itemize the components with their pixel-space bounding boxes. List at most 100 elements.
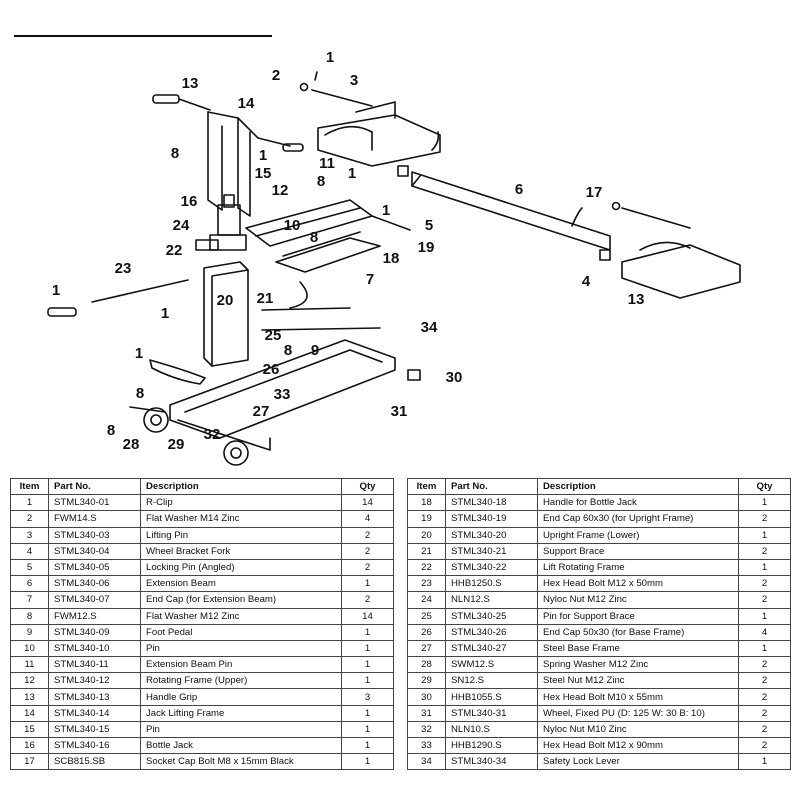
- cell-qty: 1: [341, 704, 394, 722]
- callout-label: 13: [182, 75, 199, 92]
- cell-description: Jack Lifting Frame: [140, 704, 342, 722]
- cell-qty: 2: [341, 526, 394, 544]
- cell-part-no: STML340-10: [48, 639, 141, 658]
- callout-label: 4: [582, 273, 591, 290]
- cell-description: Lifting Pin: [140, 526, 342, 544]
- callout-label: 33: [274, 386, 291, 403]
- cell-item: 9: [10, 623, 49, 641]
- cell-item: 6: [10, 575, 49, 593]
- column-header-description: Description: [537, 477, 739, 496]
- cell-part-no: STML340-09: [48, 623, 141, 641]
- callout-label: 30: [446, 369, 463, 386]
- cell-qty: 1: [341, 575, 394, 593]
- callout-label: 31: [391, 403, 408, 420]
- cell-description: Extension Beam: [140, 575, 342, 593]
- cell-item: 27: [407, 639, 446, 658]
- cell-part-no: STML340-04: [48, 542, 141, 560]
- cell-qty: 1: [341, 736, 394, 755]
- callout-label: 32: [204, 426, 221, 443]
- cell-part-no: STML340-11: [48, 656, 141, 674]
- column-header-part-no: Part No.: [48, 477, 141, 496]
- cell-description: Handle for Bottle Jack: [537, 494, 739, 512]
- cell-description: Wheel Bracket Fork: [140, 542, 342, 560]
- cell-description: Spring Washer M12 Zinc: [537, 656, 739, 674]
- callout-label: 16: [181, 193, 198, 210]
- cell-part-no: STML340-18: [445, 494, 538, 512]
- cell-part-no: HHB1250.S: [445, 575, 538, 593]
- cell-description: Foot Pedal: [140, 623, 342, 641]
- cell-qty: 1: [341, 639, 394, 658]
- callout-label: 18: [383, 250, 400, 267]
- cell-qty: 4: [738, 623, 791, 641]
- cell-qty: 2: [738, 704, 791, 722]
- callout-label: 23: [115, 260, 132, 277]
- cell-qty: 1: [738, 526, 791, 544]
- cell-qty: 1: [738, 753, 791, 771]
- cell-item: 22: [407, 558, 446, 577]
- cell-item: 17: [10, 753, 49, 771]
- cell-part-no: STML340-20: [445, 526, 538, 544]
- cell-part-no: NLN10.S: [445, 720, 538, 739]
- cell-item: 26: [407, 623, 446, 641]
- cell-qty: 1: [341, 720, 394, 739]
- cell-qty: 1: [341, 656, 394, 674]
- callout-label: 34: [421, 319, 438, 336]
- cell-part-no: STML340-05: [48, 558, 141, 577]
- cell-item: 19: [407, 510, 446, 528]
- cell-item: 16: [10, 736, 49, 755]
- cell-item: 11: [10, 656, 49, 674]
- cell-qty: 2: [341, 591, 394, 609]
- callout-label: 8: [284, 342, 292, 359]
- callout-label: 1: [259, 147, 267, 164]
- cell-item: 23: [407, 575, 446, 593]
- cell-item: 29: [407, 672, 446, 690]
- callout-label: 15: [255, 165, 272, 182]
- cell-qty: 2: [738, 591, 791, 609]
- callout-label: 12: [272, 182, 289, 199]
- cell-item: 4: [10, 542, 49, 560]
- cell-description: Support Brace: [537, 542, 739, 560]
- cell-item: 3: [10, 526, 49, 544]
- cell-part-no: STML340-01: [48, 494, 141, 512]
- cell-description: Nyloc Nut M10 Zinc: [537, 720, 739, 739]
- callout-label: 9: [311, 342, 319, 359]
- cell-description: Rotating Frame (Upper): [140, 672, 342, 690]
- cell-description: Upright Frame (Lower): [537, 526, 739, 544]
- column-header-description: Description: [140, 477, 342, 496]
- cell-description: Hex Head Bolt M10 x 55mm: [537, 688, 739, 706]
- cell-qty: 2: [738, 510, 791, 528]
- column-header-item: Item: [10, 477, 49, 496]
- callout-label: 13: [628, 291, 645, 308]
- cell-description: End Cap (for Extension Beam): [140, 591, 342, 609]
- cell-item: 20: [407, 526, 446, 544]
- cell-qty: 1: [738, 494, 791, 512]
- cell-part-no: SN12.S: [445, 672, 538, 690]
- cell-item: 5: [10, 558, 49, 577]
- cell-part-no: SWM12.S: [445, 656, 538, 674]
- cell-item: 21: [407, 542, 446, 560]
- cell-item: 31: [407, 704, 446, 722]
- cell-description: Steel Nut M12 Zinc: [537, 672, 739, 690]
- cell-part-no: STML340-26: [445, 623, 538, 641]
- cell-item: 28: [407, 656, 446, 674]
- callout-label: 28: [123, 436, 140, 453]
- cell-description: Steel Base Frame: [537, 639, 739, 658]
- column-header-qty: Qty: [738, 477, 791, 496]
- cell-description: Safety Lock Lever: [537, 753, 739, 771]
